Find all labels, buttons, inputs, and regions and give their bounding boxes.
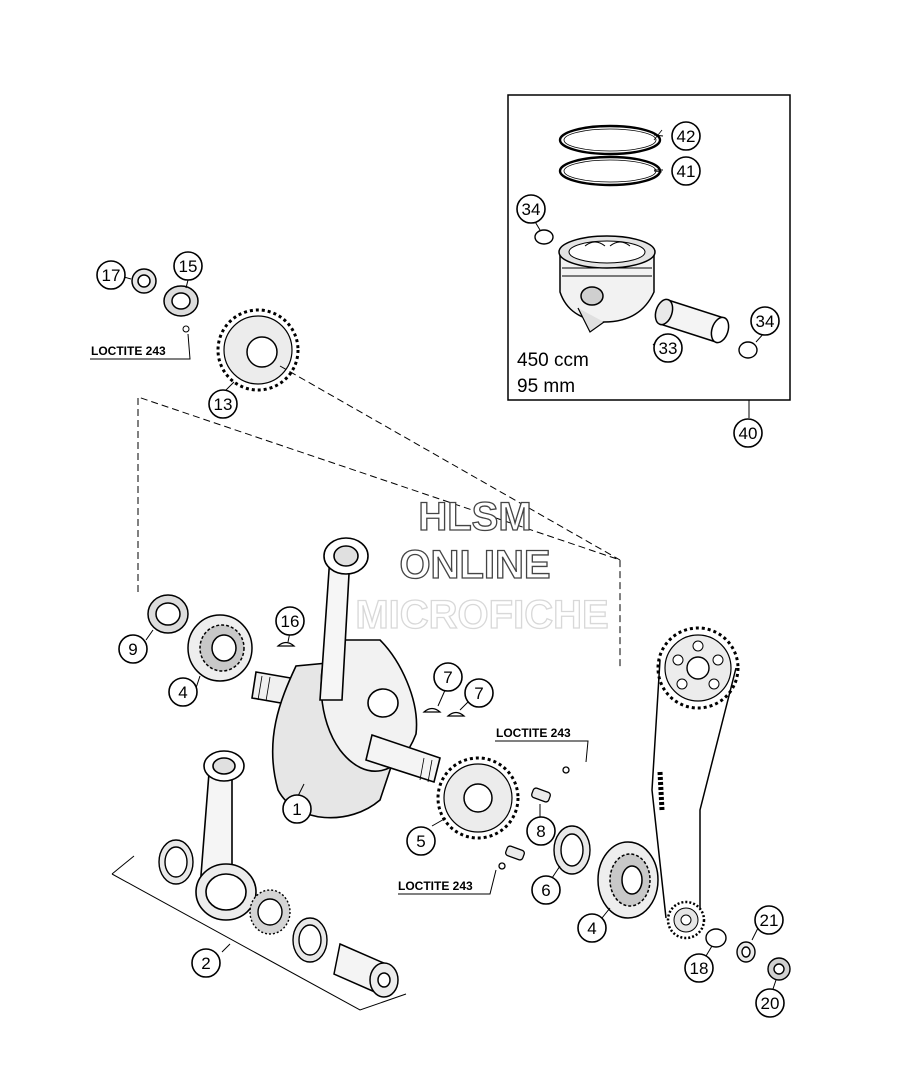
balancer-gear-13 [216, 308, 300, 392]
watermark: HLSM ONLINE MICROFICHE [355, 494, 610, 637]
callout-c42: 42 [671, 121, 701, 151]
main-bearing-4-right [597, 841, 659, 919]
callout-number: 40 [739, 424, 758, 443]
needle-bearing [249, 889, 291, 935]
callout-c15: 15 [173, 251, 203, 281]
shaft-seal-9 [147, 594, 189, 634]
callout-c34a: 34 [516, 194, 546, 224]
callout-number: 7 [474, 684, 483, 703]
callout-c20: 20 [755, 988, 785, 1018]
callout-number: 2 [201, 954, 210, 973]
loctite-note-right: LOCTITE 243 [496, 726, 571, 740]
bearing-15 [163, 285, 199, 333]
callout-c33: 33 [653, 333, 683, 363]
callout-c7a: 7 [433, 662, 463, 692]
callout-c16: 16 [275, 606, 305, 636]
callout-c8: 8 [526, 816, 556, 846]
callout-number: 21 [760, 911, 779, 930]
callout-number: 9 [128, 640, 137, 659]
piston [558, 235, 656, 333]
callout-c7b: 7 [464, 678, 494, 708]
callout-number: 34 [522, 200, 541, 219]
piston-pin [654, 298, 730, 344]
nut-20 [767, 957, 791, 981]
callout-number: 18 [690, 959, 709, 978]
piston-kit-box: 450 ccm 95 mm [507, 94, 791, 418]
callout-c41: 41 [671, 156, 701, 186]
callout-number: 15 [179, 257, 198, 276]
callout-c40: 40 [733, 418, 763, 448]
callout-number: 16 [281, 612, 300, 631]
callout-c21: 21 [754, 905, 784, 935]
callout-number: 7 [443, 668, 452, 687]
callout-number: 42 [677, 127, 696, 146]
crankshaft [251, 639, 441, 819]
thrust-washers [158, 839, 328, 963]
spacer-6 [553, 825, 591, 875]
callout-c9: 9 [118, 634, 148, 664]
callout-c5: 5 [406, 826, 436, 856]
callout-c34b: 34 [750, 306, 780, 336]
callout-number: 17 [102, 266, 121, 285]
washers-18-21 [705, 928, 756, 963]
watermark-line-1: HLSM [418, 495, 531, 539]
circlips [534, 229, 758, 359]
callout-c1: 1 [282, 794, 312, 824]
primary-gear-5 [436, 756, 520, 840]
callout-c4b: 4 [577, 913, 607, 943]
callout-c18: 18 [684, 953, 714, 983]
loctite-note-top: LOCTITE 243 [91, 344, 166, 358]
timing-chain [651, 659, 737, 919]
loctite-notes: LOCTITE 243 LOCTITE 243 LOCTITE 243 [91, 344, 571, 893]
callout-number: 41 [677, 162, 696, 181]
balancer-sprocket-small [666, 900, 706, 940]
connecting-rod-installed [319, 537, 369, 701]
watermark-line-2: ONLINE [399, 543, 550, 587]
callout-c17: 17 [96, 260, 126, 290]
callout-number: 4 [178, 683, 187, 702]
screws-8 [498, 766, 570, 870]
main-bearing-4-left [187, 614, 253, 682]
callout-c2: 2 [191, 948, 221, 978]
connecting-rod [195, 750, 257, 921]
balancer-sprocket-large [656, 626, 740, 710]
woodruff-keys-7 [422, 707, 466, 717]
displacement-label: 450 ccm [517, 350, 589, 371]
callout-number: 6 [541, 881, 550, 900]
callout-number: 20 [761, 994, 780, 1013]
shaft-seal-17 [131, 268, 157, 294]
conrod-kit-bracket [111, 855, 407, 1011]
piston-rings [558, 124, 663, 187]
callout-number: 5 [416, 832, 425, 851]
callout-number: 33 [659, 339, 678, 358]
watermark-line-3: MICROFICHE [355, 593, 608, 637]
callout-c13: 13 [208, 389, 238, 419]
callout-number: 8 [536, 822, 545, 841]
callout-number: 34 [756, 312, 775, 331]
bore-label: 95 mm [517, 376, 575, 397]
woodruff-key-16 [276, 641, 296, 647]
crank-pin [333, 942, 399, 998]
callout-number: 13 [214, 395, 233, 414]
callout-c4a: 4 [168, 677, 198, 707]
loctite-note-bottom: LOCTITE 243 [398, 879, 473, 893]
callout-number: 4 [587, 919, 596, 938]
callout-c6: 6 [531, 875, 561, 905]
callout-number: 1 [292, 800, 301, 819]
